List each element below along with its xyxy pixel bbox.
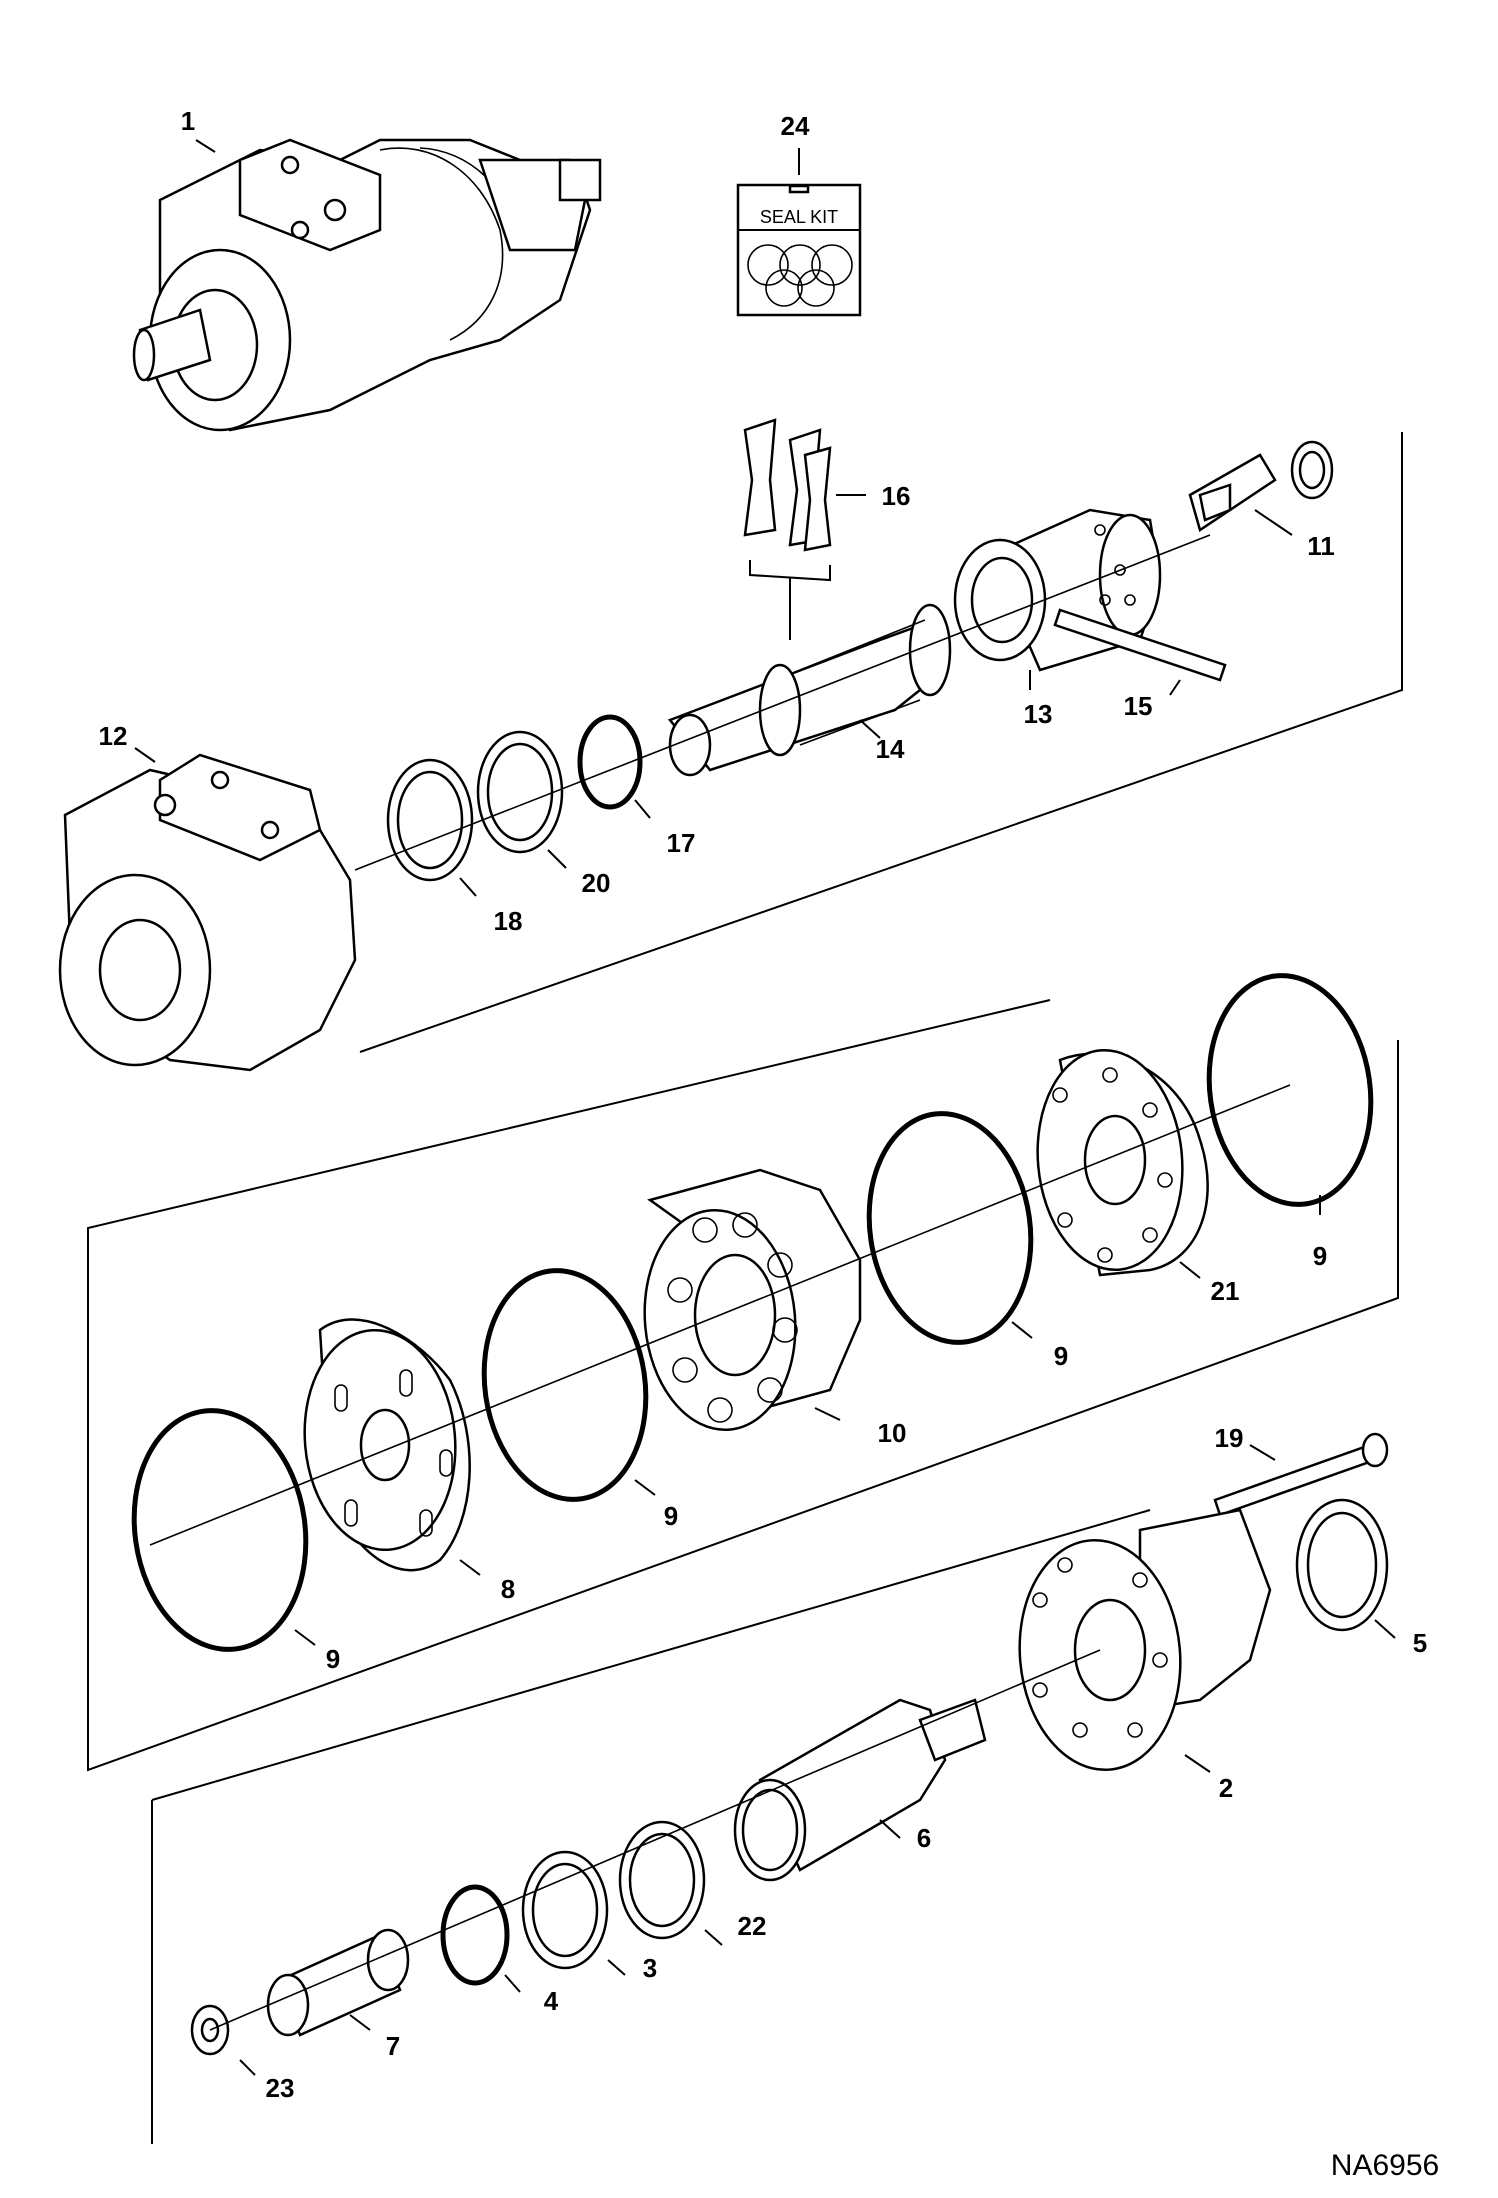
o-ring-c xyxy=(866,1111,1034,1345)
face-seal xyxy=(1295,1498,1396,1639)
callout-9-c: 9 xyxy=(1054,1341,1068,1371)
callout-14: 14 xyxy=(876,734,905,764)
callout-3: 3 xyxy=(643,1953,657,1983)
spacer-washer xyxy=(190,2004,256,2076)
thrust-washer xyxy=(476,730,567,869)
callout-17: 17 xyxy=(667,828,696,858)
wear-plate xyxy=(1036,1048,1209,1279)
callout-16: 16 xyxy=(882,481,911,511)
seal-kit-label: SEAL KIT xyxy=(760,207,838,227)
vane-set xyxy=(743,418,866,640)
callout-2: 2 xyxy=(1219,1773,1233,1803)
callout-4: 4 xyxy=(544,1986,559,2016)
callout-7: 7 xyxy=(386,2031,400,2061)
drive-link xyxy=(1188,440,1334,536)
callout-22: 22 xyxy=(738,1911,767,1941)
group-frame-lower xyxy=(151,1509,1151,2144)
drawing-number: NA6956 xyxy=(1331,2149,1439,2182)
callout-12: 12 xyxy=(99,721,128,751)
group-frame-middle xyxy=(87,999,1399,1772)
callout-18: 18 xyxy=(494,906,523,936)
valve-sleeve xyxy=(953,508,1162,690)
callout-1: 1 xyxy=(181,106,195,136)
retaining-ring xyxy=(577,714,651,819)
valve-housing xyxy=(58,747,357,1072)
o-ring-b xyxy=(481,1268,656,1502)
output-shaft xyxy=(733,1698,987,1882)
seal-kit-package: SEAL KIT xyxy=(736,183,862,317)
washer xyxy=(521,1850,626,1976)
port-plate xyxy=(303,1318,481,1576)
snap-ring xyxy=(440,1884,521,1993)
callout-13: 13 xyxy=(1024,699,1053,729)
callout-24: 24 xyxy=(781,111,810,141)
callout-20: 20 xyxy=(582,868,611,898)
o-ring-a xyxy=(131,1408,316,1652)
callout-9-b: 9 xyxy=(664,1501,678,1531)
motor-assembly xyxy=(132,138,602,432)
callout-9-a: 9 xyxy=(326,1644,340,1674)
spool-shaft xyxy=(667,603,952,777)
pin xyxy=(1053,608,1227,696)
bearing-housing xyxy=(1018,1508,1272,1773)
drive-coupling xyxy=(266,1928,410,2037)
callout-19: 19 xyxy=(1215,1423,1244,1453)
callout-5: 5 xyxy=(1413,1628,1427,1658)
o-ring-d xyxy=(1206,973,1374,1215)
callout-23: 23 xyxy=(266,2073,295,2103)
callout-6: 6 xyxy=(917,1823,931,1853)
callout-15: 15 xyxy=(1124,691,1153,721)
callout-21: 21 xyxy=(1211,1276,1240,1306)
group-frame-upper xyxy=(359,432,1403,1053)
thrust-bearing xyxy=(618,1820,723,1946)
callout-labels: 1 24 16 11 13 15 14 12 17 20 18 9 21 9 1… xyxy=(99,106,1428,2103)
gerotor-set xyxy=(643,1168,862,1432)
callout-11: 11 xyxy=(1307,531,1335,561)
shaft-seal xyxy=(386,758,477,897)
bolt xyxy=(1213,1432,1389,1517)
callout-10: 10 xyxy=(878,1418,907,1448)
callout-8: 8 xyxy=(501,1574,515,1604)
callout-9-d: 9 xyxy=(1313,1241,1327,1271)
